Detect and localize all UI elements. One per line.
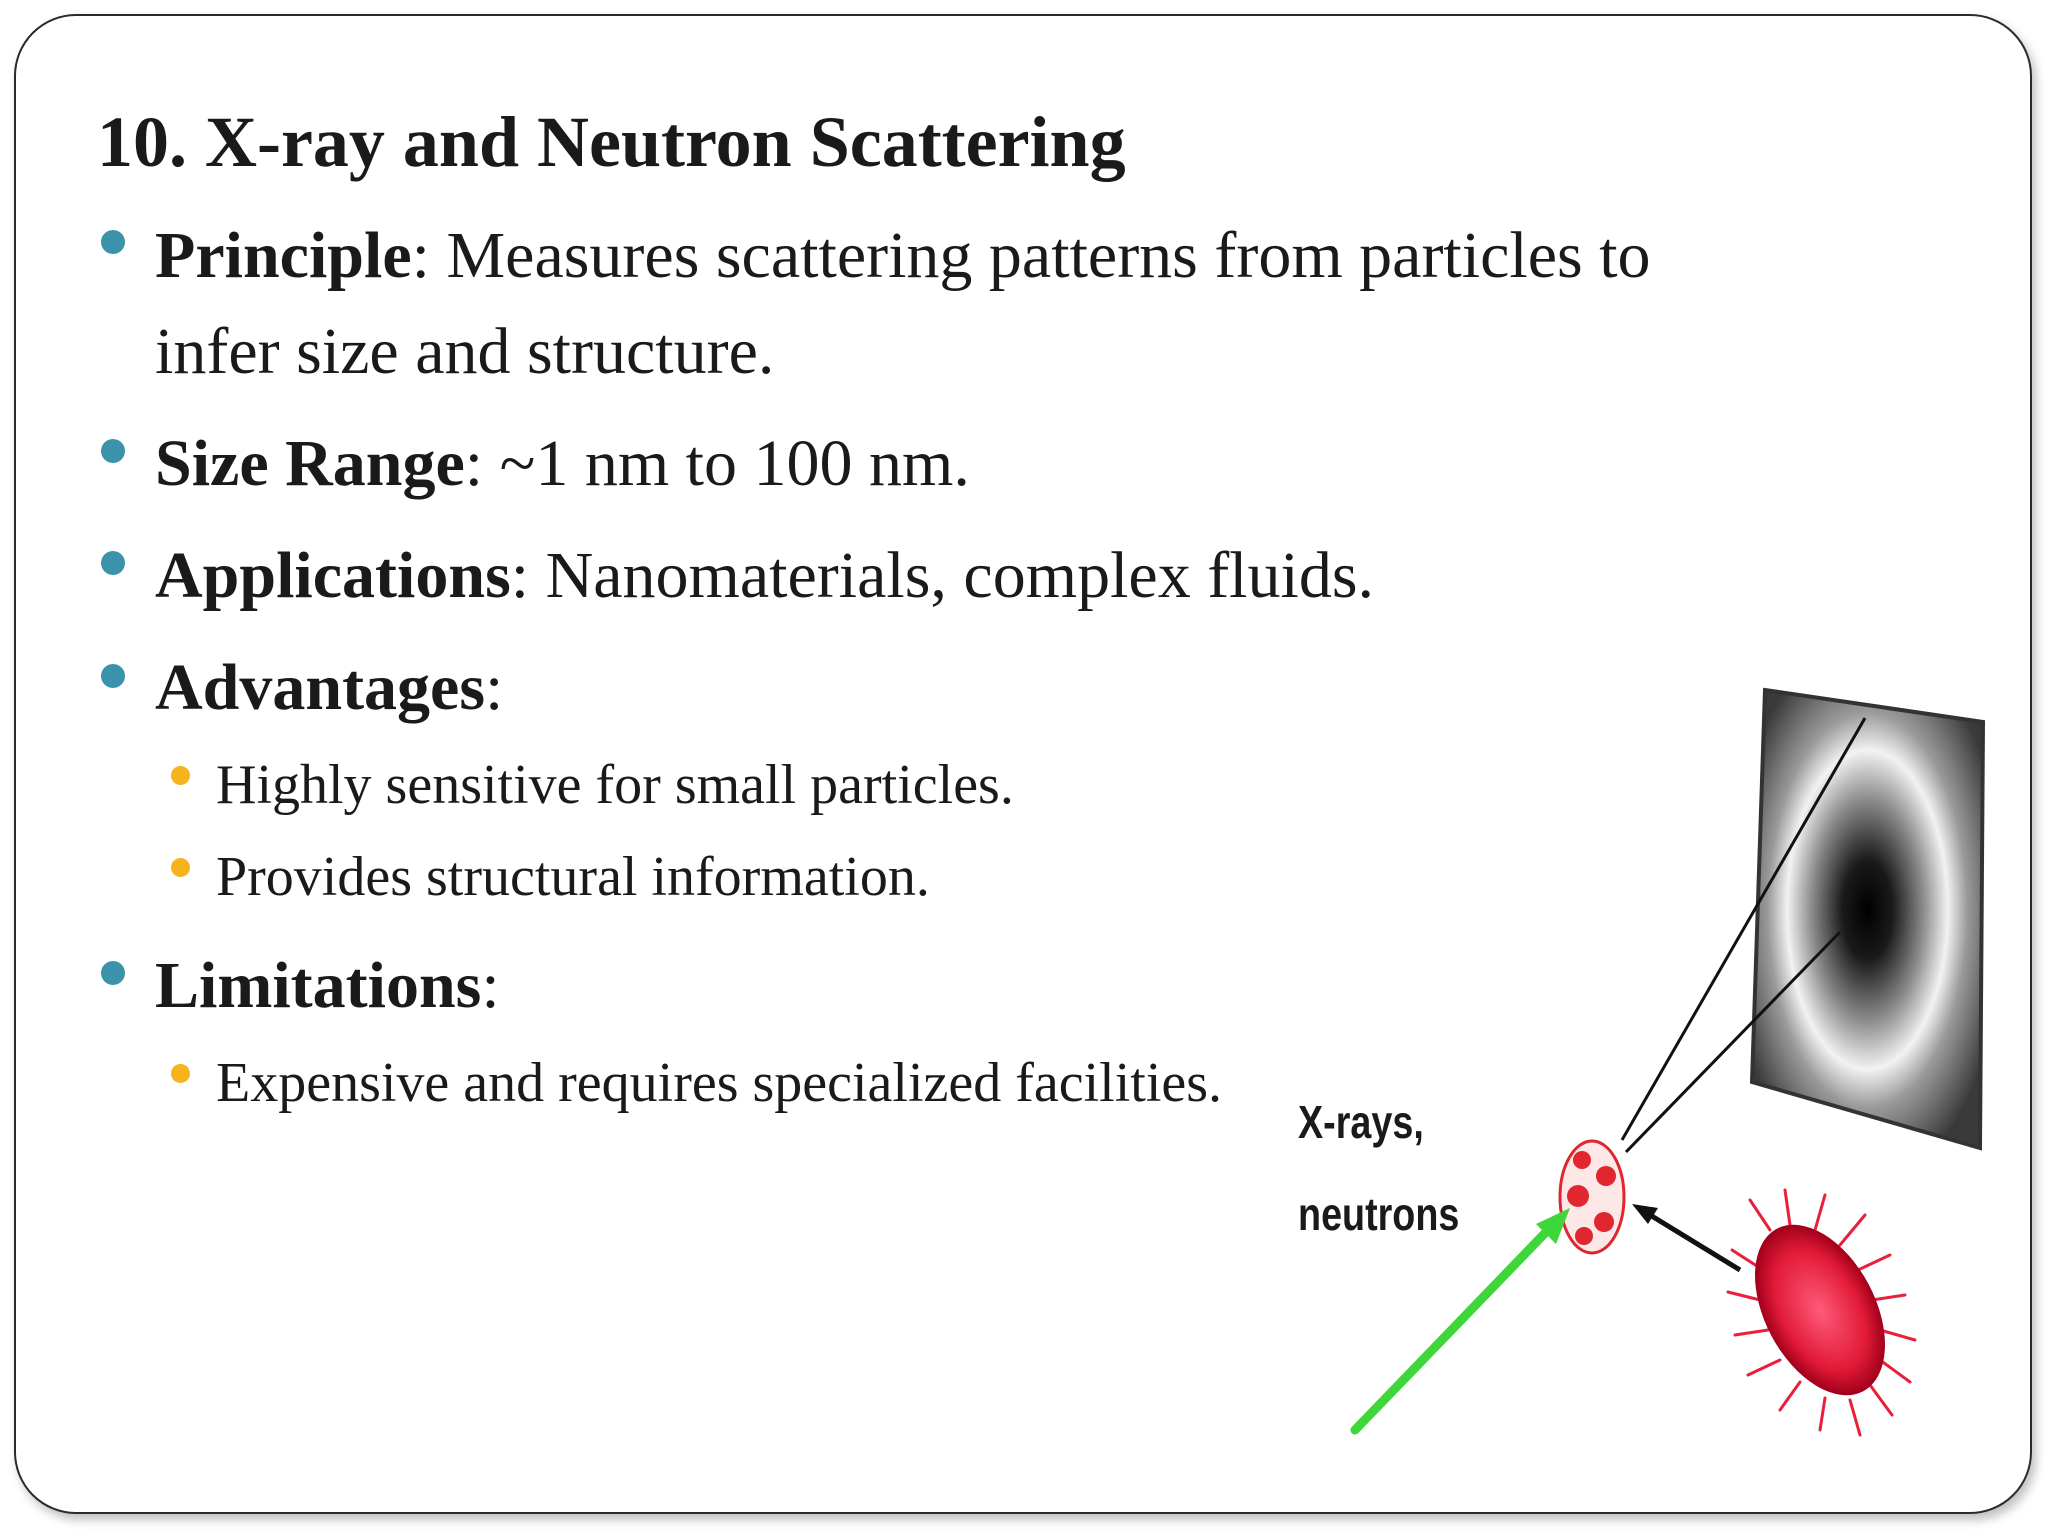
bullet-text: : Nanomaterials, complex fluids. xyxy=(510,539,1375,612)
scattering-diagram: X-rays, neutrons xyxy=(1298,687,1986,1437)
bacterium-icon xyxy=(1726,1188,1917,1437)
scattering-illustration: X-rays, neutrons xyxy=(1280,670,2020,1470)
bullet-dot xyxy=(101,230,125,254)
sub-bullet-dot xyxy=(171,858,190,877)
bullet-term: Limitations xyxy=(155,949,482,1022)
bullet-dot xyxy=(101,551,125,575)
detector-screen-icon xyxy=(1749,687,1986,1151)
sub-bullet-dot xyxy=(171,766,190,785)
bullet-dot xyxy=(101,664,125,688)
bullet-text: : xyxy=(485,651,504,724)
label-x-rays: X-rays, xyxy=(1298,1096,1424,1147)
bullet-term: Applications xyxy=(155,539,511,612)
label-neutrons: neutrons xyxy=(1298,1188,1459,1239)
sub-bullet-item: Highly sensitive for small particles. xyxy=(216,754,1014,816)
source-arrow-icon xyxy=(1632,1204,1742,1273)
bullet-principle-continuation: infer size and structure. xyxy=(155,304,774,400)
slide-frame xyxy=(14,14,2032,1514)
slide-title: 10. X-ray and Neutron Scattering xyxy=(97,102,1126,182)
bullet-text: : Measures scattering patterns from part… xyxy=(411,219,1651,292)
scatter-ray-lines xyxy=(1620,717,1867,1154)
bullet-text: infer size and structure. xyxy=(155,315,775,388)
bullet-dot xyxy=(101,439,125,463)
bullet-dot xyxy=(101,961,125,985)
bullet-term: Size Range xyxy=(155,427,465,500)
bullet-term: Principle xyxy=(155,219,412,292)
bullet-term: Advantages xyxy=(155,651,486,724)
bullet-principle: Principle: Measures scattering patterns … xyxy=(155,208,1651,304)
bullet-limitations: Limitations: xyxy=(155,938,500,1034)
bullet-advantages: Advantages: xyxy=(155,640,503,736)
radiation-label: X-rays, neutrons xyxy=(1298,1096,1459,1239)
sub-bullet-item: Expensive and requires specialized facil… xyxy=(216,1052,1223,1114)
bullet-text: : xyxy=(481,949,500,1022)
bullet-size-range: Size Range: ~1 nm to 100 nm. xyxy=(155,416,970,512)
bullet-applications: Applications: Nanomaterials, complex flu… xyxy=(155,528,1374,624)
sub-bullet-dot xyxy=(171,1064,190,1083)
scattering-particle-icon xyxy=(1558,1139,1626,1255)
incident-beam-arrow-icon xyxy=(1350,1208,1570,1435)
bullet-text: : ~1 nm to 100 nm. xyxy=(464,427,970,500)
sub-bullet-item: Provides structural information. xyxy=(216,846,930,908)
